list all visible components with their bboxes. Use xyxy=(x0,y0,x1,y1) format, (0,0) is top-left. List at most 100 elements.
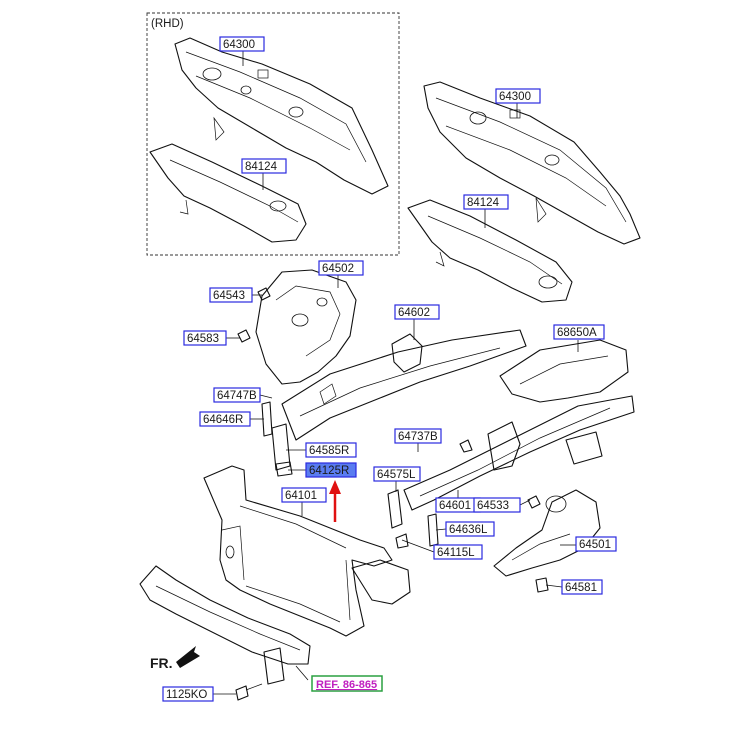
bracket-64636L xyxy=(427,513,439,547)
part-number-text[interactable]: 64575L xyxy=(377,469,416,481)
part-label-64543[interactable]: 64543 xyxy=(209,287,253,303)
part-label-box[interactable] xyxy=(463,194,509,210)
part-number-text[interactable]: 64125R xyxy=(309,465,349,477)
part-label-68650A[interactable]: 68650A xyxy=(553,324,605,340)
part-label-box[interactable] xyxy=(473,497,521,513)
fender-apron-lower xyxy=(493,489,601,577)
part-label-box[interactable] xyxy=(575,536,617,552)
part-label-1125KO[interactable]: 1125KO xyxy=(162,686,214,702)
side-member-lh xyxy=(403,395,635,511)
rhd-label: (RHD) xyxy=(151,18,184,30)
part-number-text[interactable]: 64300 xyxy=(223,39,255,51)
part-label-box[interactable] xyxy=(394,304,440,320)
part-number-text[interactable]: 64502 xyxy=(322,263,354,275)
part-label-box[interactable] xyxy=(445,521,495,537)
part-number-text[interactable]: 64101 xyxy=(285,490,317,502)
part-number-text[interactable]: 64543 xyxy=(213,290,245,302)
part-label-64601[interactable]: 64601 xyxy=(435,497,481,513)
part-label-64585R[interactable]: 64585R xyxy=(305,442,357,458)
part-label-84124[interactable]: 84124 xyxy=(241,158,287,174)
leader-lines xyxy=(212,51,579,695)
highlight-arrow xyxy=(329,480,341,522)
part-number-text[interactable]: 64747B xyxy=(217,390,257,402)
part-label-64125R[interactable]: 64125R xyxy=(305,462,357,478)
part-label-64101[interactable]: 64101 xyxy=(281,487,327,503)
part-label-64636L[interactable]: 64636L xyxy=(445,521,495,537)
part-label-box[interactable] xyxy=(162,686,214,702)
part-number-text[interactable]: 64585R xyxy=(309,445,349,457)
part-number-text[interactable]: 64533 xyxy=(477,500,509,512)
part-label-box[interactable] xyxy=(305,462,357,478)
cowl-panel-lhd xyxy=(407,199,573,303)
part-label-box[interactable] xyxy=(209,287,253,303)
part-number-text[interactable]: 64300 xyxy=(499,91,531,103)
part-label-64581[interactable]: 64581 xyxy=(561,579,603,595)
part-label-box[interactable] xyxy=(553,324,605,340)
part-number-text[interactable]: 64601 xyxy=(439,500,471,512)
part-label-box[interactable] xyxy=(213,387,261,403)
cowl-panel-rhd xyxy=(149,143,307,243)
part-number-text[interactable]: 64646R xyxy=(203,414,243,426)
part-label-box[interactable] xyxy=(433,544,483,560)
bracket-64125R-part xyxy=(275,461,293,477)
bolt-1125KO xyxy=(235,683,263,701)
part-label-64300[interactable]: 64300 xyxy=(495,88,541,104)
bracket-64115L xyxy=(395,533,409,549)
part-label-box[interactable] xyxy=(495,88,541,104)
reference-link[interactable]: REF. 86-865 xyxy=(311,675,383,692)
part-number-text[interactable]: 64501 xyxy=(579,539,611,551)
front-direction-label: FR. xyxy=(150,655,173,671)
dash-panel-rhd xyxy=(174,37,389,195)
part-label-box[interactable] xyxy=(241,158,287,174)
bracket-64575L xyxy=(387,489,403,529)
part-label-64575L[interactable]: 64575L xyxy=(373,466,421,482)
part-label-box[interactable] xyxy=(318,260,364,276)
part-label-box[interactable] xyxy=(561,579,603,595)
part-label-box[interactable] xyxy=(199,411,251,427)
front-arrow-icon xyxy=(176,646,200,668)
part-label-64502[interactable]: 64502 xyxy=(318,260,364,276)
part-label-64646R[interactable]: 64646R xyxy=(199,411,251,427)
part-number-text[interactable]: 1125KO xyxy=(166,689,207,701)
part-label-box[interactable] xyxy=(219,36,265,52)
part-number-text[interactable]: 64115L xyxy=(437,547,475,559)
under-cover xyxy=(499,339,629,403)
part-label-84124[interactable]: 84124 xyxy=(463,194,509,210)
reference-label[interactable]: REF. 86-865 xyxy=(316,679,377,691)
part-number-text[interactable]: 64737B xyxy=(398,431,438,443)
clip-64533 xyxy=(527,495,541,509)
part-label-box[interactable] xyxy=(281,487,327,503)
part-label-64115L[interactable]: 64115L xyxy=(433,544,483,560)
bracket-64585R xyxy=(271,423,291,471)
part-label-64747B[interactable]: 64747B xyxy=(213,387,261,403)
part-number-text[interactable]: 64602 xyxy=(398,307,430,319)
part-label-box[interactable] xyxy=(183,330,227,346)
clip-64583 xyxy=(237,329,251,343)
part-number-text[interactable]: 64636L xyxy=(449,524,488,536)
fender-apron-upper xyxy=(255,269,357,385)
part-number-text[interactable]: 84124 xyxy=(467,197,500,209)
part-label-64583[interactable]: 64583 xyxy=(183,330,227,346)
part-label-64300[interactable]: 64300 xyxy=(219,36,265,52)
part-number-text[interactable]: 64583 xyxy=(187,333,219,345)
bumper-beam xyxy=(139,565,311,685)
clip-64581 xyxy=(535,577,549,593)
part-label-box[interactable] xyxy=(305,442,357,458)
dash-panel-lhd xyxy=(423,81,641,245)
side-member-rh xyxy=(281,329,527,441)
part-number-text[interactable]: 84124 xyxy=(245,161,278,173)
bracket-64737B xyxy=(459,439,473,453)
part-label-64737B[interactable]: 64737B xyxy=(394,428,442,444)
part-number-text[interactable]: 68650A xyxy=(557,327,597,339)
rhd-region-box xyxy=(146,12,400,256)
bracket-64646R xyxy=(261,401,273,437)
part-label-64533[interactable]: 64533 xyxy=(473,497,521,513)
part-label-box[interactable] xyxy=(394,428,442,444)
carrier-assembly xyxy=(203,465,411,637)
part-label-64602[interactable]: 64602 xyxy=(394,304,440,320)
part-number-text[interactable]: 64581 xyxy=(565,582,597,594)
part-label-64501[interactable]: 64501 xyxy=(575,536,617,552)
part-label-box[interactable] xyxy=(373,466,421,482)
bracket-64543 xyxy=(257,287,271,301)
